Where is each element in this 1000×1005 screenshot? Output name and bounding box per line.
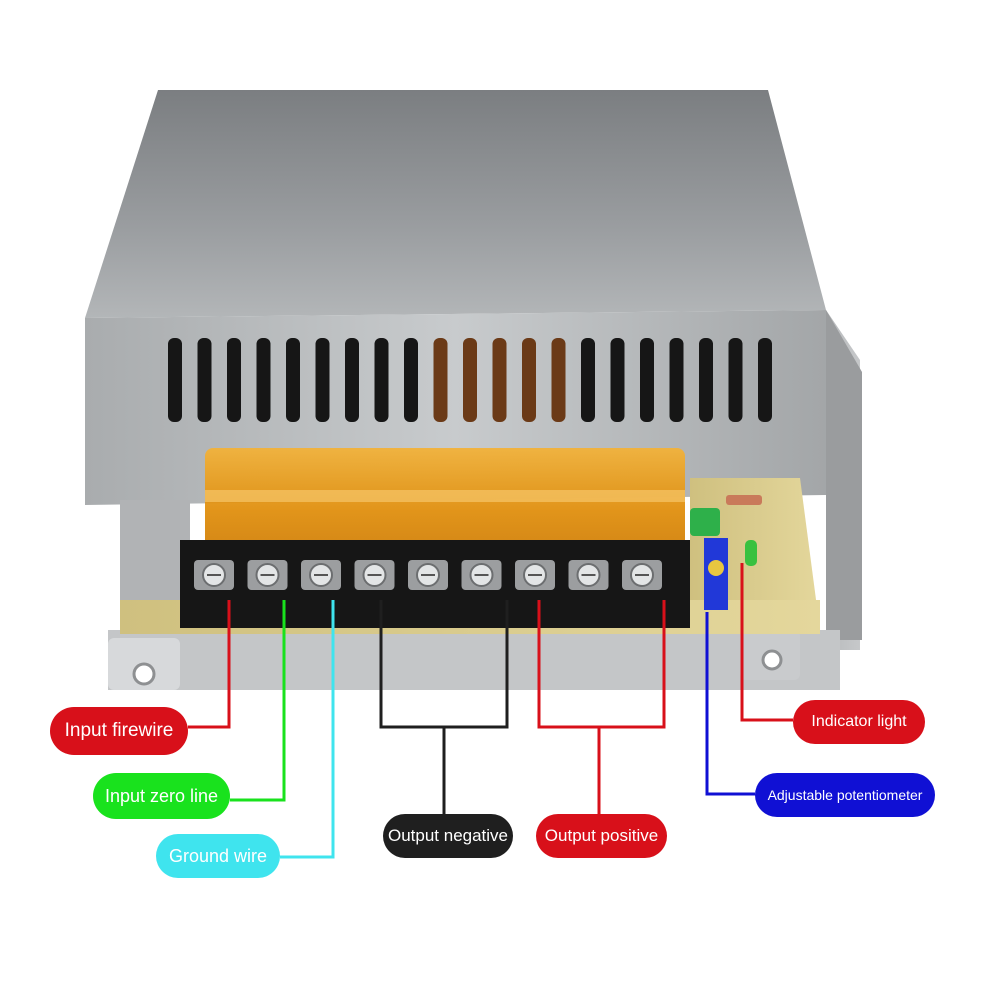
label-output-positive: Output positive xyxy=(536,814,667,858)
terminal-screw xyxy=(301,560,341,590)
mounting-tab-right xyxy=(740,630,800,680)
label-adjustable-potentiometer: Adjustable potentiometer xyxy=(755,773,935,817)
label-ground-wire: Ground wire xyxy=(156,834,280,878)
vent-slot xyxy=(699,338,713,422)
label-input-firewire: Input firewire xyxy=(50,707,188,755)
terminal-screw xyxy=(194,560,234,590)
indicator-led xyxy=(745,540,757,566)
wire-output-negative xyxy=(379,600,509,814)
vent-slot xyxy=(551,338,566,422)
vent-slot xyxy=(492,338,507,422)
label-indicator-light: Indicator light xyxy=(793,700,925,744)
case-top xyxy=(85,90,826,318)
vent-slot xyxy=(433,338,448,422)
mounting-tab-left xyxy=(108,638,180,690)
vent-slot xyxy=(168,338,182,422)
vent-slots xyxy=(168,338,772,422)
wire-indicator-light xyxy=(740,563,793,722)
vent-slot xyxy=(197,338,212,422)
terminal-screw xyxy=(461,560,502,590)
wire-output-positive xyxy=(537,600,666,814)
terminal-screws xyxy=(194,560,662,590)
base-plate xyxy=(108,630,840,690)
terminal-screw xyxy=(247,560,288,590)
terminal-screw xyxy=(354,560,395,590)
terminal-screw xyxy=(408,560,448,590)
vent-slot xyxy=(522,338,536,422)
terminal-screw xyxy=(622,560,662,590)
wire-input-firewire xyxy=(188,600,231,729)
vent-slot xyxy=(728,338,743,422)
wire-potentiometer xyxy=(705,612,755,796)
vent-slot xyxy=(404,338,418,422)
terminal-screw xyxy=(568,560,609,590)
vent-slot xyxy=(315,338,330,422)
vent-slot xyxy=(227,338,241,422)
vent-slot xyxy=(256,338,271,422)
vent-slot xyxy=(640,338,654,422)
vent-slot xyxy=(610,338,625,422)
vent-slot xyxy=(581,338,595,422)
connector-lines xyxy=(188,563,793,859)
vent-slot xyxy=(758,338,772,422)
vent-slot xyxy=(463,338,477,422)
label-input-zero-line: Input zero line xyxy=(93,773,230,819)
vent-slot xyxy=(286,338,300,422)
wire-ground xyxy=(280,600,335,859)
vent-slot xyxy=(374,338,389,422)
wire-input-zero-line xyxy=(230,600,286,802)
vent-slot xyxy=(669,338,684,422)
label-output-negative: Output negative xyxy=(383,814,513,858)
vent-slot xyxy=(345,338,359,422)
terminal-screw xyxy=(515,560,555,590)
